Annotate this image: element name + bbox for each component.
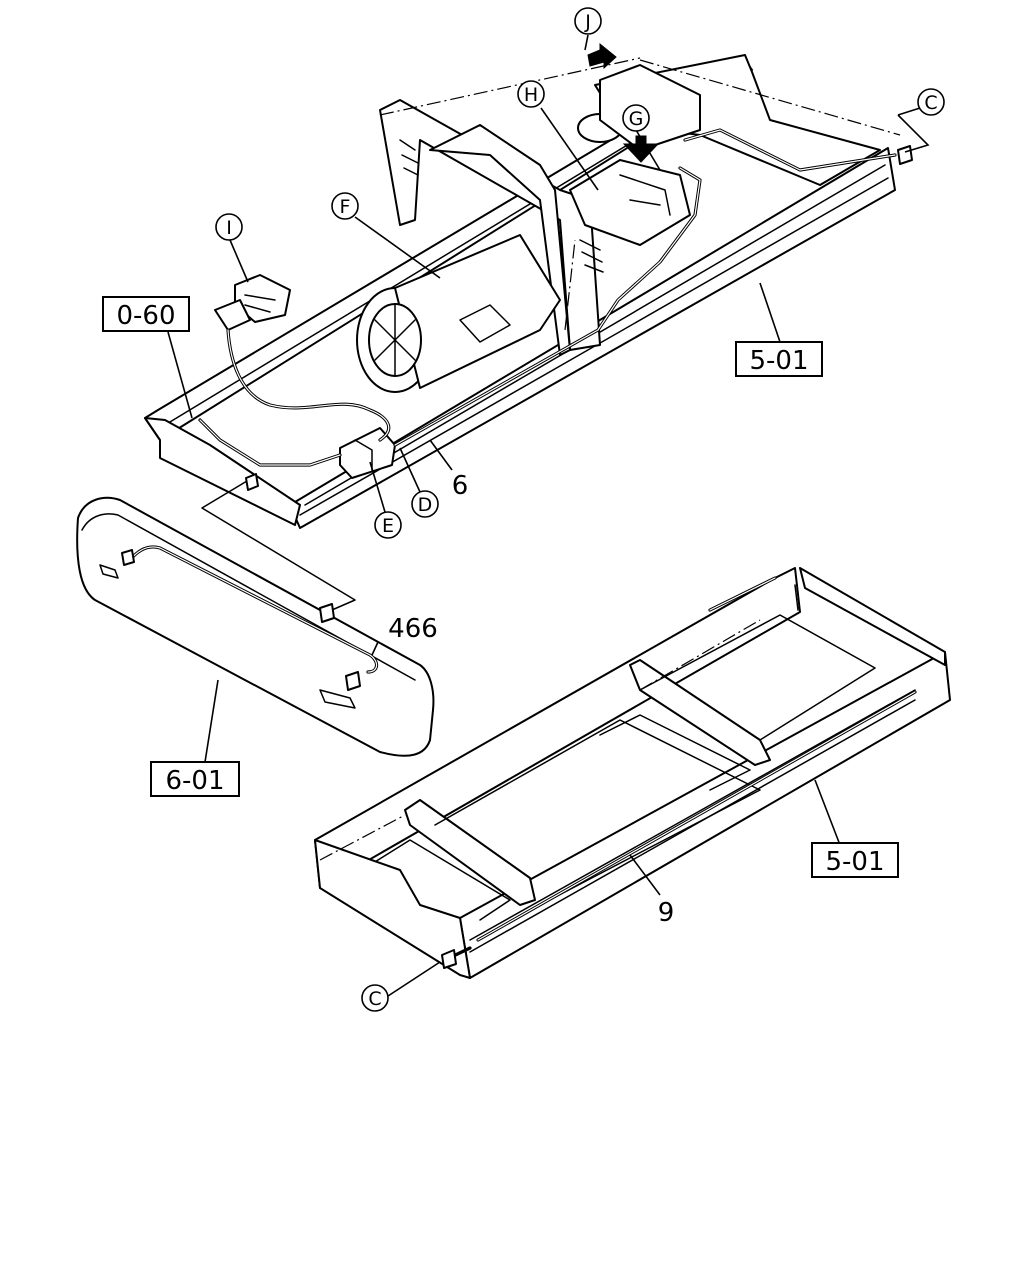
callout-c-bottom-label: C [368,988,381,1010]
ref-box-6-01[interactable]: 6-01 [150,761,240,797]
callout-d: D [411,490,439,518]
callout-h: H [517,80,545,108]
part-number-9: 9 [658,898,675,928]
bumper [76,473,435,757]
ref-6-01-label: 6-01 [165,766,224,796]
callout-c-top-label: C [924,92,937,114]
ref-5-01-lower-label: 5-01 [825,847,884,877]
callout-g: G [622,104,650,132]
callout-i: I [215,213,243,241]
callout-i-label: I [226,217,232,239]
lower-frame [314,567,951,979]
ref-5-01-upper-label: 5-01 [749,346,808,376]
callout-h-label: H [524,84,538,106]
harness-6 [198,128,897,467]
callout-c-top: C [917,88,945,116]
callout-f: F [331,192,359,220]
leader-lines [167,34,930,997]
callout-c-bottom: C [361,984,389,1012]
chain-line [379,57,641,116]
part-number-6: 6 [452,471,469,501]
part-number-466: 466 [388,614,438,644]
chain-line [319,814,406,861]
upper-chassis-frame [144,54,913,529]
chain-line [639,59,901,136]
ref-box-0-60[interactable]: 0-60 [102,296,190,332]
callout-j-label: J [584,11,591,33]
ref-box-5-01-upper[interactable]: 5-01 [735,341,823,377]
callout-e-label: E [382,515,394,537]
connection-line [201,477,356,614]
callout-f-label: F [340,196,351,218]
ref-box-5-01-lower[interactable]: 5-01 [811,842,899,878]
callout-g-label: G [629,108,644,130]
chain-line [639,619,761,691]
callout-e: E [374,511,402,539]
ref-0-60-label: 0-60 [116,301,175,331]
chain-line [564,239,576,331]
callout-j: J [574,7,602,35]
callout-d-label: D [418,494,433,516]
view-arrow-g [622,135,660,163]
view-arrow-j [587,42,617,70]
